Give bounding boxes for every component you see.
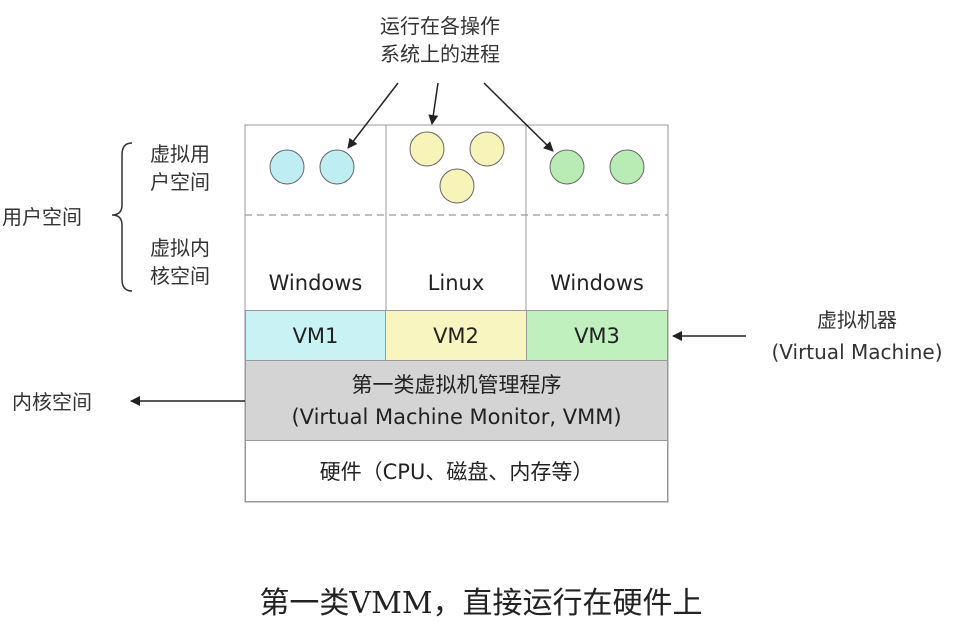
figure-caption: 第一类VMM，直接运行在硬件上 (259, 586, 703, 621)
hardware-box: 硬件（CPU、磁盘、内存等） (245, 440, 668, 502)
vmm-subtitle: (Virtual Machine Monitor, VMM) (291, 404, 622, 429)
virtual-kernel-space-line: 核空间 (150, 264, 210, 288)
os-label: Windows (550, 271, 644, 295)
process-circle (549, 149, 585, 185)
kernel-space-label: 内核空间 (12, 390, 92, 414)
vm-box: VM2 (385, 310, 527, 361)
vm-box: VM3 (526, 310, 668, 361)
vm-box: VM1 (245, 310, 386, 361)
process-circle (439, 168, 475, 204)
virtual-user-space-line: 户空间 (150, 170, 210, 194)
virtual-machine-label-line: (Virtual Machine) (771, 340, 943, 364)
virtual-kernel-space-line: 虚拟内 (150, 236, 210, 260)
process-circle (409, 131, 445, 167)
process-arrow (428, 82, 439, 125)
process-circle (609, 149, 645, 185)
os-label: Linux (427, 271, 485, 295)
user-space-label: 用户空间 (2, 205, 82, 229)
virtual-machine-label-line: 虚拟机器 (817, 308, 897, 332)
process-circle (269, 149, 305, 185)
process-arrow (347, 82, 399, 149)
process-circle (319, 149, 355, 185)
vm-label: VM1 (292, 323, 339, 348)
hardware-label: 硬件（CPU、磁盘、内存等） (319, 460, 594, 484)
process-label: 运行在各操作 系统上的进程 (345, 12, 535, 68)
vmm-box: 第一类虚拟机管理程序 (Virtual Machine Monitor, VMM… (245, 360, 668, 441)
process-circle (469, 131, 505, 167)
user-space-brace (111, 142, 133, 292)
vm-label: VM3 (574, 323, 620, 348)
virtual-kernel-space-label: 虚拟内 核空间 (150, 234, 210, 290)
process-label-line: 系统上的进程 (380, 42, 500, 66)
virtual-machine-label: 虚拟机器 (Virtual Machine) (752, 306, 962, 366)
process-label-line: 运行在各操作 (380, 14, 500, 38)
virtual-user-space-label: 虚拟用 户空间 (150, 140, 210, 196)
vmm-title: 第一类虚拟机管理程序 (351, 372, 562, 397)
os-label: Windows (268, 271, 363, 295)
vm-label: VM2 (433, 323, 479, 348)
virtual-user-space-line: 虚拟用 (150, 142, 210, 166)
process-arrow (483, 82, 554, 152)
